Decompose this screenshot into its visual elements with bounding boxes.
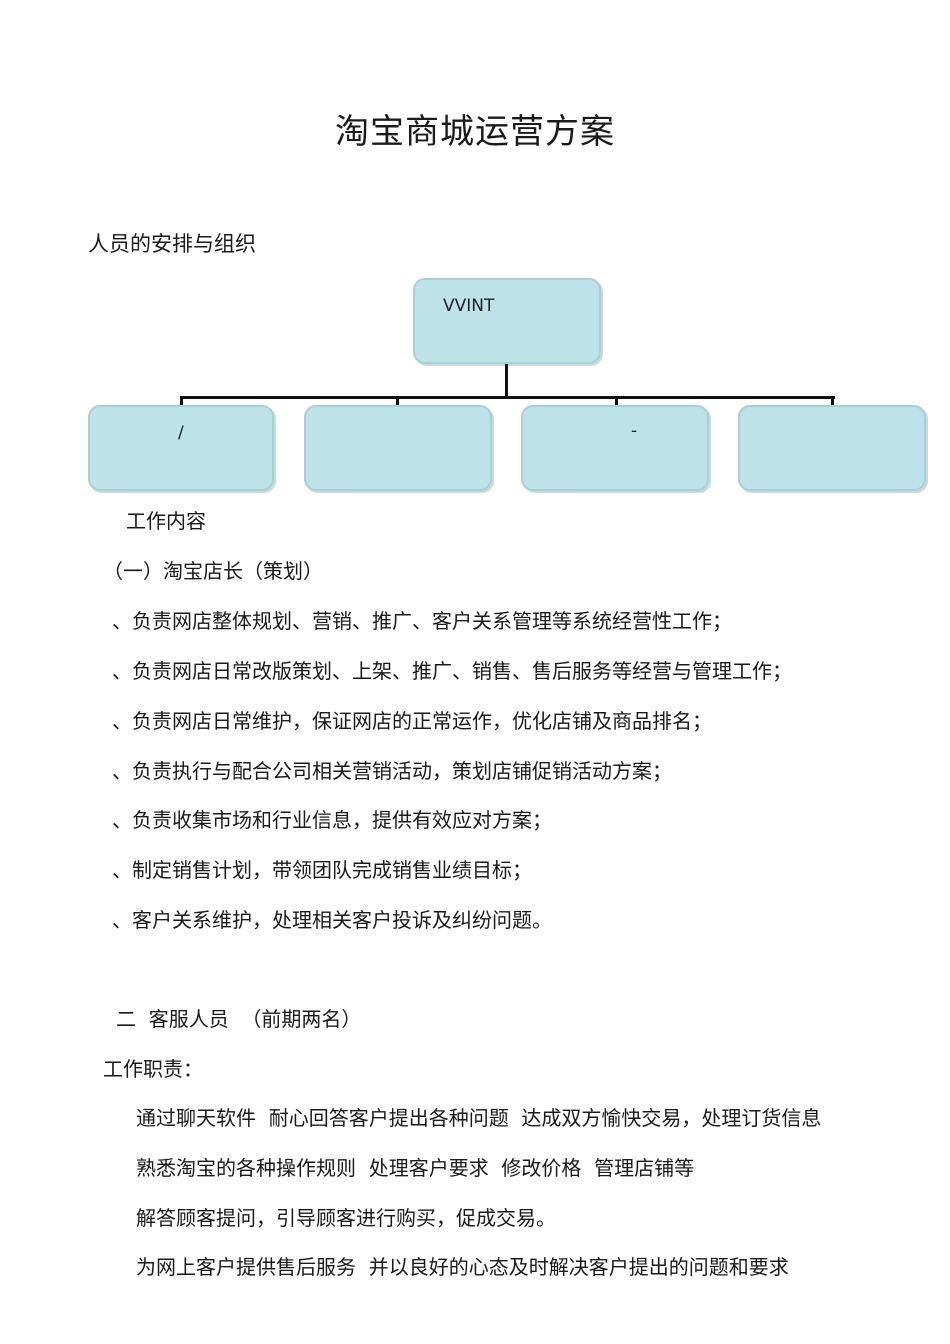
org-box-child-4: [738, 405, 926, 491]
work-content-heading: 工作内容: [126, 509, 206, 533]
org-connector-drop: [831, 396, 834, 406]
manager-duty-item: 、负责收集市场和行业信息，提供有效应对方案；: [112, 808, 552, 832]
org-box-child-1: /: [88, 405, 274, 491]
org-box-top: VVINT: [413, 278, 601, 364]
manager-duty-item: 、负责网店整体规划、营销、推广、客户关系管理等系统经营性工作；: [112, 609, 732, 633]
org-connector-vertical: [505, 364, 508, 398]
service-duty-item: 为网上客户提供售后服务 并以良好的心态及时解决客户提出的问题和要求: [136, 1255, 789, 1279]
org-connector-horizontal: [180, 396, 835, 399]
org-box-child-3: -: [521, 405, 709, 491]
service-duties-label: 工作职责：: [103, 1057, 203, 1081]
section-heading: 人员的安排与组织: [88, 232, 256, 256]
document-title: 淘宝商城运营方案: [335, 112, 615, 152]
manager-heading: （一）淘宝店长（策划）: [103, 559, 323, 583]
manager-duty-item: 、客户关系维护，处理相关客户投诉及纠纷问题。: [112, 908, 552, 932]
manager-duty-item: 、负责执行与配合公司相关营销活动，策划店铺促销活动方案；: [112, 759, 672, 783]
org-connector-drop: [615, 396, 618, 406]
org-connector-drop: [396, 396, 399, 406]
service-duty-item: 通过聊天软件 耐心回答客户提出各种问题 达成双方愉快交易，处理订货信息: [136, 1106, 822, 1130]
org-box-child-1-label: /: [178, 423, 184, 443]
org-box-top-label: VVINT: [443, 296, 495, 316]
manager-duty-item: 、制定销售计划，带领团队完成销售业绩目标；: [112, 858, 532, 882]
service-heading: 二 客服人员 （前期两名）: [116, 1007, 362, 1031]
org-connector-drop: [180, 396, 183, 406]
service-duty-item: 解答顾客提问，引导顾客进行购买，促成交易。: [136, 1206, 556, 1230]
org-box-child-2: [304, 405, 492, 491]
manager-duty-item: 、负责网店日常改版策划、上架、推广、销售、售后服务等经营与管理工作；: [112, 659, 792, 683]
service-duty-item: 熟悉淘宝的各种操作规则 处理客户要求 修改价格 管理店铺等: [136, 1156, 695, 1180]
org-box-child-3-label: -: [631, 421, 638, 441]
manager-duty-item: 、负责网店日常维护，保证网店的正常运作，优化店铺及商品排名；: [112, 709, 712, 733]
org-chart: VVINT / -: [0, 0, 950, 520]
